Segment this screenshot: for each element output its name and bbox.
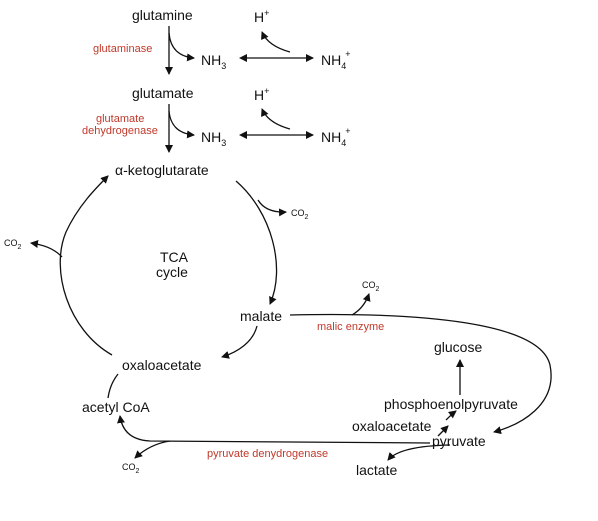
tca-label: TCA: [160, 249, 189, 265]
pyruvate-label: pyruvate: [432, 433, 486, 449]
co2-label-pdh: CO2: [122, 462, 140, 475]
h-plus-label-1: H+: [254, 8, 269, 25]
oxaloacetate-2-label: oxaloacetate: [352, 418, 432, 434]
h-plus-arrow-1: [261, 31, 291, 53]
malate-label: malate: [240, 308, 282, 324]
pyruvate-dehydrogenase-label: pyruvate denydrogenase: [207, 448, 328, 460]
cycle-label: cycle: [156, 264, 188, 280]
malic-enzyme-label: malic enzyme: [317, 321, 384, 333]
h-plus-label-2: H+: [254, 86, 269, 103]
glutamate-dehydrogenase-enzyme-label-line2: dehydrogenase: [82, 125, 158, 137]
oxaloacetate-label: oxaloacetate: [122, 357, 202, 373]
left-arc-co2-release-arrow: [30, 240, 63, 258]
glutaminase-nh3-release-arrow: [168, 32, 195, 62]
glutaminase-enzyme-label: glutaminase: [93, 43, 152, 55]
co2-label-malic: CO2: [362, 280, 380, 293]
nh3-label-2: NH3: [201, 129, 226, 148]
glutamate-dehydrogenase-enzyme-label-line1: glutamate: [96, 113, 144, 125]
malate-to-pyruvate-arrow: [289, 313, 552, 435]
nh3-label-1: NH3: [201, 52, 226, 71]
glucose-label: glucose: [434, 339, 482, 355]
akg-co2-release-arrow: [257, 199, 287, 217]
pyruvate-to-lactate-arrow: [387, 444, 451, 461]
co2-label-akg: CO2: [291, 208, 309, 221]
acetyl-coa-to-cycle-line: [107, 373, 119, 399]
glutamine-label: glutamine: [132, 7, 193, 23]
lactate-label: lactate: [356, 462, 397, 478]
alpha-ketoglutarate-label: α-ketoglutarate: [115, 162, 209, 178]
nh4-label-2: NH4+: [321, 126, 351, 148]
phosphoenolpyruvate-label: phosphoenolpyruvate: [384, 396, 518, 412]
oxaloacetate-to-akg-arc: [59, 175, 113, 356]
malate-to-oxaloacetate-arc: [221, 325, 258, 359]
nh4-label-1: NH4+: [321, 49, 351, 71]
glutamate-label: glutamate: [132, 85, 194, 101]
oxaloacetate-to-pep-arrow: [445, 410, 457, 421]
pyruvate-to-acetyl-coa-arrow: [117, 415, 431, 444]
acetyl-coa-label: acetyl CoA: [82, 399, 150, 415]
pdh-co2-release-arrow: [134, 440, 171, 459]
co2-label-left: CO2: [4, 238, 22, 251]
gdh-nh3-release-arrow: [168, 110, 195, 139]
pyruvate-to-oxaloacetate-arrow: [437, 425, 449, 437]
akg-to-malate-arc: [235, 180, 278, 305]
malic-enzyme-co2-release-arrow: [351, 293, 371, 316]
h-plus-arrow-2: [261, 108, 291, 130]
